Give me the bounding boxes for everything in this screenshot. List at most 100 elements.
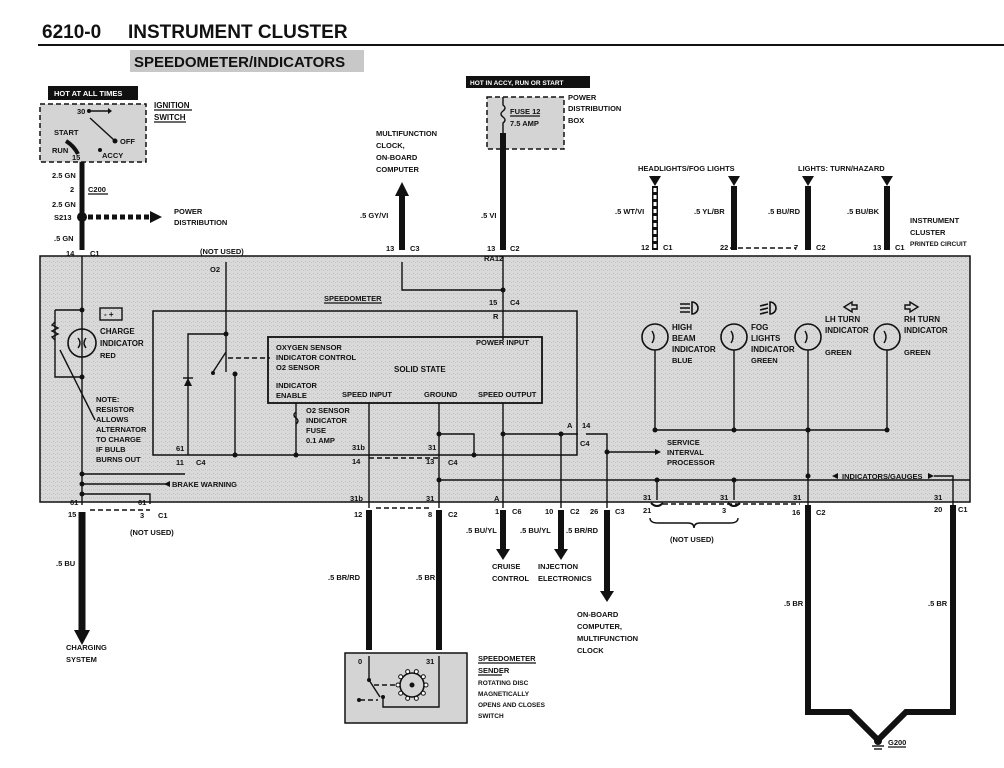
pdb-title-3: BOX	[568, 116, 584, 125]
indicator-label: LH TURN	[825, 315, 860, 324]
pin-8: 8	[428, 510, 432, 519]
solid-state-label: SOLID STATE	[394, 365, 446, 374]
indicators-gauges: INDICATORS/GAUGES	[842, 472, 923, 481]
indicator-label: INDICATOR	[904, 326, 948, 335]
pin-label: 12	[641, 243, 649, 252]
hot-in-accy-badge	[466, 76, 590, 88]
arrow-down-icon	[554, 549, 568, 560]
wire-label: .5 YL/BR	[694, 207, 725, 216]
ignition-switch-box	[39, 103, 147, 163]
sender-title-2: SENDER	[478, 666, 510, 675]
connector-label: C1	[895, 243, 905, 252]
wire-label-2-5-gn: 2.5 GN	[52, 171, 76, 180]
pin-20: 20	[934, 505, 942, 514]
connector-c2-inj: C2	[570, 507, 580, 516]
connector-c1-nu: C1	[158, 511, 168, 520]
charge-indicator-1: CHARGE	[100, 327, 135, 336]
wire-label: .5 BU/BK	[847, 207, 880, 216]
arrow-down-icon	[728, 176, 740, 186]
wire-label-gy-vi: .5 GY/VI	[360, 211, 388, 220]
o2-fuse-3: FUSE	[306, 426, 326, 435]
o2-pin-label: O2	[210, 265, 220, 274]
ground-label: GROUND	[424, 390, 458, 399]
pin-3-nu: 3	[722, 506, 726, 515]
not-used-brace	[649, 517, 739, 529]
speedometer-box	[152, 310, 578, 456]
sender-desc-3: OPENS AND CLOSES	[478, 702, 546, 709]
connector-c3: C3	[410, 244, 420, 253]
splice-label: S213	[54, 213, 72, 222]
pin-16: 16	[792, 508, 800, 517]
o2-fuse-1: O2 SENSOR	[306, 406, 350, 415]
wire-label-cruise: .5 BU/YL	[466, 526, 497, 535]
connector-c3-obc: C3	[615, 507, 625, 516]
connector-label: C2	[816, 243, 826, 252]
connector-c1-gr: C1	[958, 505, 968, 514]
note-line: NOTE:	[96, 395, 119, 404]
arrow-down-icon	[74, 630, 90, 645]
pin-3-c1: 3	[140, 511, 144, 520]
pdb-title-1: POWER	[568, 93, 597, 102]
pin-26-c3: 26	[590, 507, 598, 516]
pin-31-nu2: 31	[720, 493, 728, 502]
note-line: ALTERNATOR	[96, 425, 147, 434]
pin-31-nu1: 31	[643, 493, 651, 502]
wire-label-obc: .5 BR/RD	[566, 526, 599, 535]
high-beam-icon	[680, 301, 699, 315]
connector-c4-mid: C4	[448, 458, 458, 467]
fuse-icon	[500, 97, 506, 133]
solid-state-module	[267, 336, 543, 404]
injection-1: INJECTION	[538, 562, 578, 571]
svg-text:- +: - +	[104, 310, 114, 319]
wire-label-5-gn: .5 GN	[54, 234, 74, 243]
pos-start: START	[54, 128, 79, 137]
instrument-cluster-panel	[39, 255, 971, 503]
mf-clock-1: MULTIFUNCTION	[376, 129, 437, 138]
note-line: IF BULB	[96, 445, 126, 454]
not-used-pair: (NOT USED)	[670, 535, 714, 544]
sender-title-1: SPEEDOMETER	[478, 654, 536, 663]
ground-g200: G200	[888, 738, 906, 747]
pin-61-c4: 61	[176, 444, 184, 453]
speed-input-label: SPEED INPUT	[342, 390, 392, 399]
o2-fuse-icon	[293, 411, 299, 425]
charge-indicator-2: INDICATOR	[100, 339, 144, 348]
power-input-label: POWER INPUT	[476, 338, 529, 347]
pin-21: 21	[643, 506, 651, 515]
arrow-down-icon	[802, 176, 814, 186]
wire-label-gr: .5 BR	[928, 599, 948, 608]
ground-icon	[874, 737, 882, 745]
battery-icon	[99, 307, 123, 321]
pin-a-bottom: A	[494, 494, 500, 503]
lights-turn-hazard-label: LIGHTS: TURN/HAZARD	[798, 164, 885, 173]
wire-label-br-rd: .5 BR/RD	[328, 573, 361, 582]
pin-31-gr: 31	[934, 493, 942, 502]
wire-label-injection: .5 BU/YL	[520, 526, 551, 535]
sender-desc-1: ROTATING DISC	[478, 680, 529, 687]
mf-clock-2: CLOCK,	[376, 141, 405, 150]
wire-label-gl: .5 BR	[784, 599, 804, 608]
speedometer-sender-box	[344, 652, 468, 724]
terminal-15: 15	[72, 153, 80, 162]
connector-c4-left: C4	[196, 458, 206, 467]
service-interval-1: SERVICE	[667, 438, 700, 447]
power-distribution-2: DISTRIBUTION	[174, 218, 227, 227]
speedometer-title: SPEEDOMETER	[324, 294, 382, 303]
pin-c200: 2	[70, 185, 74, 194]
indicator-label: GREEN	[751, 356, 778, 365]
power-distribution-1: POWER	[174, 207, 203, 216]
sender-desc-4: SWITCH	[478, 713, 504, 720]
cluster-title-3: PRINTED CIRCUIT	[910, 241, 967, 248]
wire-label: .5 BU/RD	[768, 207, 801, 216]
indicator-label: GREEN	[904, 348, 931, 357]
hot-at-all-times-text: HOT AT ALL TIMES	[54, 89, 122, 98]
ignition-switch-title-2: SWITCH	[154, 113, 186, 122]
pin-31-bottom: 31	[426, 494, 434, 503]
subtitle: SPEEDOMETER/INDICATORS	[134, 54, 345, 71]
pdb-title-2: DISTRIBUTION	[568, 104, 621, 113]
wire-label-vi: .5 VI	[481, 211, 496, 220]
pin-13-c4: 13	[426, 457, 434, 466]
sender-pin-0: 0	[358, 657, 362, 666]
fog-light-icon	[759, 301, 777, 315]
